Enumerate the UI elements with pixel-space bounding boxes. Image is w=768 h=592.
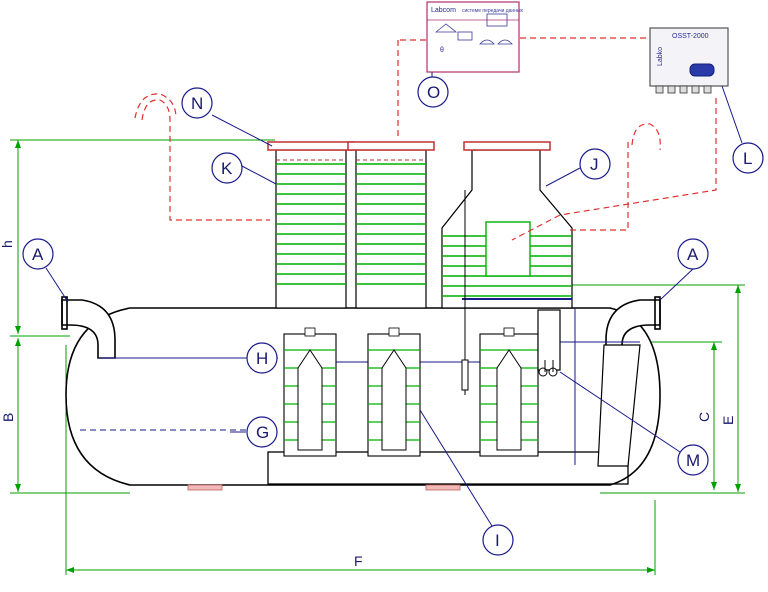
device-label: Labko [657, 47, 664, 66]
alarm-sensor [538, 360, 558, 377]
riser-right [441, 141, 573, 395]
outlet-tube [537, 309, 641, 467]
callout-circles [22, 76, 764, 556]
controller-box: Labcom системе передачи данных θ [426, 1, 524, 73]
coalescer-pack-1 [283, 327, 337, 457]
device-model: OSST-2000 [672, 33, 709, 40]
coalescer-pack-3 [479, 327, 539, 457]
dimension-label-e: E [720, 416, 736, 425]
cable-paths [134, 37, 717, 241]
callout-a-right: A [687, 245, 699, 264]
dimension-label-b: B [0, 413, 16, 422]
callout-j: J [590, 155, 599, 174]
callout-k: K [221, 159, 233, 178]
leader-lines [45, 72, 743, 527]
riser-left [267, 141, 355, 309]
callout-h: H [256, 349, 268, 368]
dimension-label-f: F [354, 553, 363, 569]
callout-g: G [256, 423, 269, 442]
callout-i: I [495, 531, 500, 550]
controller-subtitle: системе передачи данных [462, 8, 524, 14]
callout-a-left: A [32, 245, 44, 264]
separator-tank [61, 296, 661, 491]
callout-n: N [191, 94, 203, 113]
controller-brand: Labcom [431, 7, 456, 14]
dimension-label-h: h [0, 240, 15, 248]
dimension-label-c: C [696, 412, 712, 422]
callout-o: O [427, 83, 440, 102]
riser-middle [347, 141, 435, 309]
labko-device: OSST-2000 Labko [649, 27, 729, 94]
callout-m: M [686, 451, 700, 470]
controller-logo-icon: θ [440, 47, 444, 54]
callout-l: L [743, 149, 752, 168]
coalescer-pack-2 [367, 327, 421, 457]
